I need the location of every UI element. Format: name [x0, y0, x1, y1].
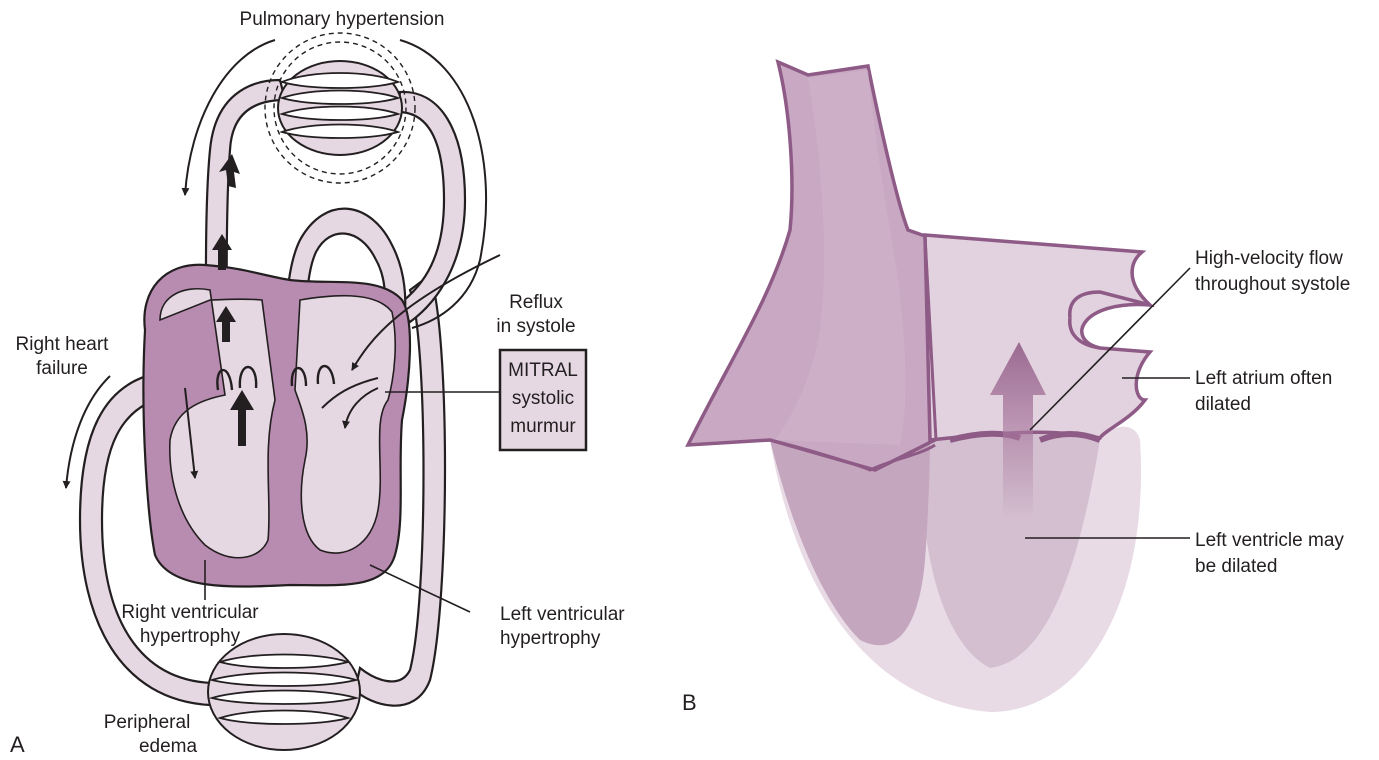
- lvh-line-1: Left ventricular: [500, 604, 625, 625]
- atrium-label-line-1: Left atrium often: [1195, 368, 1332, 389]
- panel-b: High-velocity flow throughout systole Le…: [682, 62, 1350, 715]
- right-heart-failure-line-1: Right heart: [16, 334, 110, 355]
- reflux-line-2: in systole: [496, 316, 575, 337]
- ventricle-label-line-2: be dilated: [1195, 556, 1277, 577]
- pulmonary-vein-outer: [398, 92, 465, 322]
- lvh-line-2: hypertrophy: [500, 628, 601, 649]
- murmur-line-2: systolic: [512, 388, 574, 409]
- reflux-line-1: Reflux: [509, 292, 563, 313]
- rvh-line-1: Right ventricular: [121, 602, 259, 623]
- flow-label-line-2: throughout systole: [1195, 274, 1350, 295]
- murmur-line-1: MITRAL: [508, 360, 578, 381]
- pulmonary-hypertension-label: Pulmonary hypertension: [240, 9, 445, 30]
- ventricle-label-line-1: Left ventricle may: [1195, 530, 1344, 551]
- septum-wall: [770, 433, 930, 645]
- panel-b-letter: B: [682, 690, 697, 715]
- murmur-line-3: murmur: [510, 416, 576, 437]
- right-heart-failure-line-2: failure: [36, 358, 88, 379]
- lung-capillaries: [265, 33, 415, 183]
- atrium-label-line-2: dilated: [1195, 394, 1251, 415]
- peripheral-capillaries: [208, 634, 360, 750]
- left-atrium: [925, 235, 1150, 440]
- edema-line-2: edema: [139, 736, 198, 757]
- edema-line-1: Peripheral: [104, 712, 191, 733]
- flow-label-line-1: High-velocity flow: [1195, 248, 1343, 269]
- panel-a: MITRAL systolic murmur Pulmonary hyperte…: [10, 9, 625, 757]
- panel-a-letter: A: [10, 732, 25, 757]
- rvh-line-2: hypertrophy: [140, 626, 241, 647]
